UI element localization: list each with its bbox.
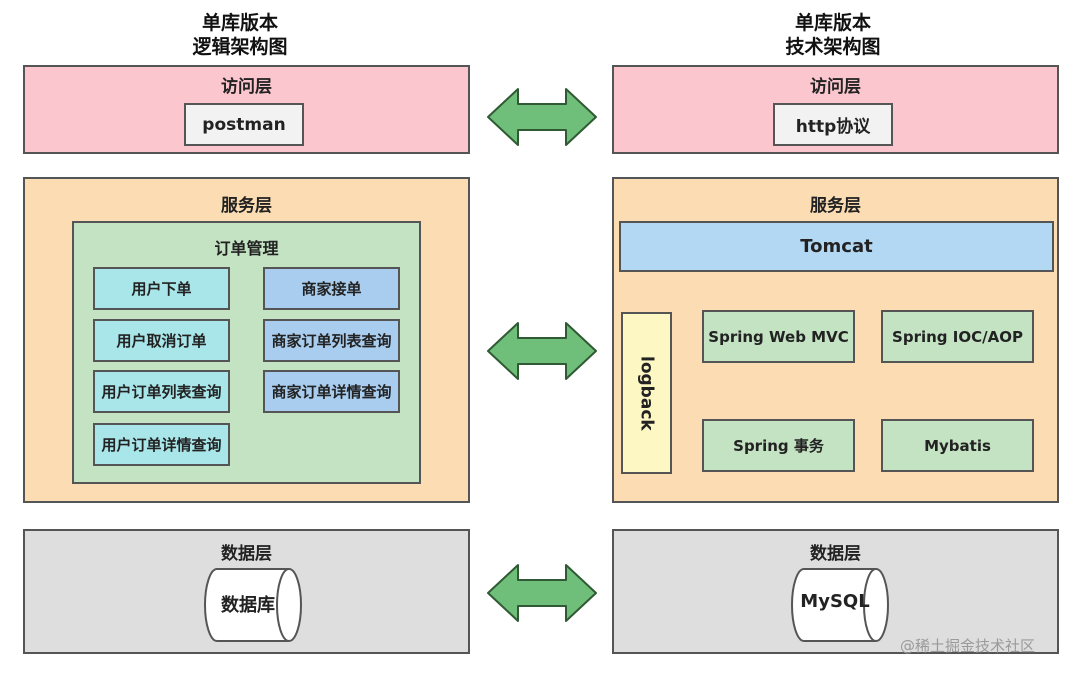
order-management-module: 订单管理 用户下单 用户取消订单 用户订单列表查询 用户订单详情查询 商家接单 … — [72, 221, 421, 484]
right-access-layer: 访问层 http协议 — [612, 65, 1059, 154]
user-order-list-query: 用户订单列表查询 — [93, 370, 230, 413]
http-protocol-box: http协议 — [773, 103, 893, 146]
database-label: 数据库 — [221, 595, 275, 616]
mysql-cylinder-icon — [791, 568, 889, 642]
merchant-order-detail-query: 商家订单详情查询 — [263, 370, 400, 413]
right-data-layer: 数据层 MySQL — [612, 529, 1059, 654]
right-service-layer: 服务层 Tomcat logback Spring Web MVC Spring… — [612, 177, 1059, 503]
logback-label: logback — [636, 355, 657, 431]
merchant-accept-order: 商家接单 — [263, 267, 400, 310]
access-double-arrow-icon — [487, 88, 597, 146]
tomcat-box: Tomcat — [619, 221, 1054, 272]
left-title-line2: 逻辑架构图 — [192, 36, 288, 58]
left-data-layer-label: 数据层 — [221, 544, 272, 564]
service-double-arrow-icon — [487, 322, 597, 380]
user-order-detail-query: 用户订单详情查询 — [93, 423, 230, 466]
right-title: 单库版本 技术架构图 — [733, 11, 933, 59]
right-title-line1: 单库版本 — [794, 12, 871, 34]
logback-box: logback — [621, 312, 672, 474]
postman-box: postman — [184, 103, 304, 146]
user-place-order: 用户下单 — [93, 267, 230, 310]
left-service-layer-label: 服务层 — [221, 196, 272, 216]
spring-transaction-box: Spring 事务 — [702, 419, 855, 472]
left-title: 单库版本 逻辑架构图 — [140, 11, 340, 59]
merchant-order-list-query: 商家订单列表查询 — [263, 319, 400, 362]
right-data-layer-label: 数据层 — [810, 544, 861, 564]
mysql-label: MySQL — [800, 591, 870, 612]
left-title-line1: 单库版本 — [201, 12, 278, 34]
left-data-layer: 数据层 数据库 — [23, 529, 470, 654]
spring-ioc-aop-box: Spring IOC/AOP — [881, 310, 1034, 363]
user-cancel-order: 用户取消订单 — [93, 319, 230, 362]
data-double-arrow-icon — [487, 564, 597, 622]
left-access-layer-label: 访问层 — [221, 77, 272, 97]
mybatis-box: Mybatis — [881, 419, 1034, 472]
order-management-label: 订单管理 — [214, 239, 279, 258]
right-title-line2: 技术架构图 — [785, 36, 881, 58]
left-service-layer: 服务层 订单管理 用户下单 用户取消订单 用户订单列表查询 用户订单详情查询 商… — [23, 177, 470, 503]
watermark: @稀土掘金技术社区 — [900, 637, 1036, 655]
database-cylinder-icon — [204, 568, 302, 642]
left-access-layer: 访问层 postman — [23, 65, 470, 154]
spring-web-mvc-box: Spring Web MVC — [702, 310, 855, 363]
right-service-layer-label: 服务层 — [810, 196, 861, 216]
right-access-layer-label: 访问层 — [810, 77, 861, 97]
